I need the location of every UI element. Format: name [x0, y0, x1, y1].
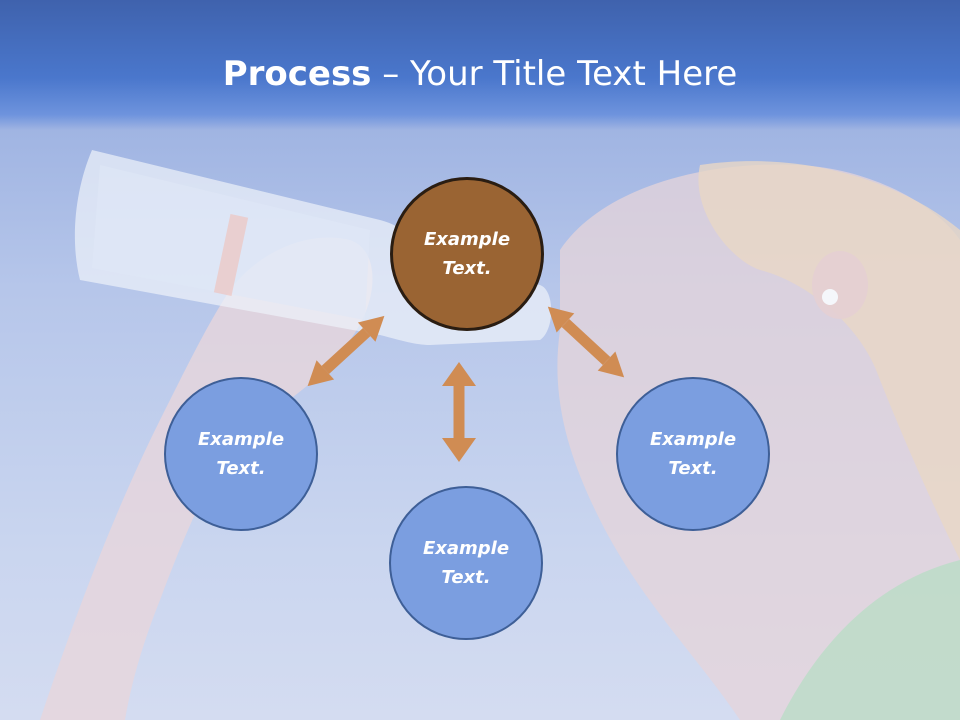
arrow-top-left [307, 315, 385, 387]
title-bold: Process [222, 54, 372, 94]
arrow-top-right [547, 306, 625, 378]
node-left-line2: Text. [216, 458, 266, 479]
node-right: Example Text. [616, 377, 770, 531]
node-right-line1: Example [649, 429, 737, 450]
title-rest: – Your Title Text Here [371, 54, 738, 94]
slide-title: Process – Your Title Text Here [0, 52, 960, 96]
arrow-vertical [442, 362, 476, 462]
node-left-line1: Example [197, 429, 285, 450]
node-right-line2: Text. [668, 458, 718, 479]
node-top: Example Text. [390, 177, 544, 331]
node-bottom-line1: Example [422, 538, 510, 559]
node-bottom-line2: Text. [441, 567, 491, 588]
node-top-line1: Example [423, 229, 511, 250]
node-bottom: Example Text. [389, 486, 543, 640]
node-top-line2: Text. [442, 258, 492, 279]
node-left: Example Text. [164, 377, 318, 531]
title-bar [0, 0, 960, 130]
